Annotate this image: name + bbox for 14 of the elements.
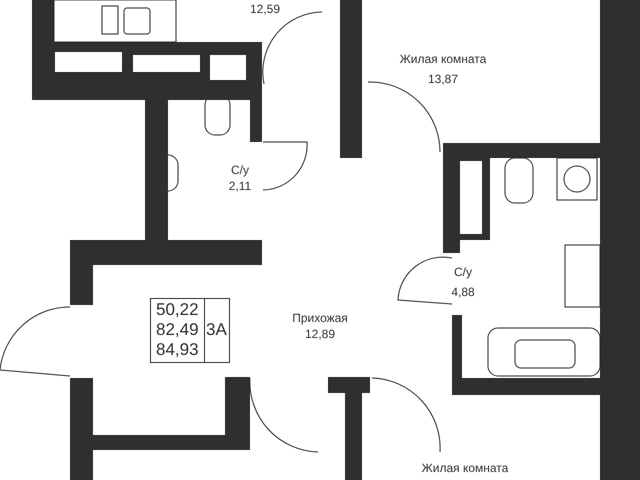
room-area: 12,89 — [304, 327, 336, 341]
room-area: 12,59 — [250, 2, 280, 16]
room-name: Жилая комната — [400, 52, 486, 66]
table-cell: 3А — [206, 320, 227, 340]
room-area: 13,87 — [428, 72, 458, 86]
room-area: 2,11 — [228, 179, 252, 193]
room-area: 4,88 — [451, 285, 475, 299]
table-cell: 84,93 — [156, 340, 199, 360]
room-name: С/у — [454, 265, 472, 279]
room-name: Прихожая — [292, 311, 348, 325]
room-name: С/у — [231, 163, 249, 177]
room-name: Жилая комната — [422, 461, 508, 475]
table-cell: 82,49 — [156, 320, 199, 340]
table-cell: 50,22 — [156, 300, 199, 320]
